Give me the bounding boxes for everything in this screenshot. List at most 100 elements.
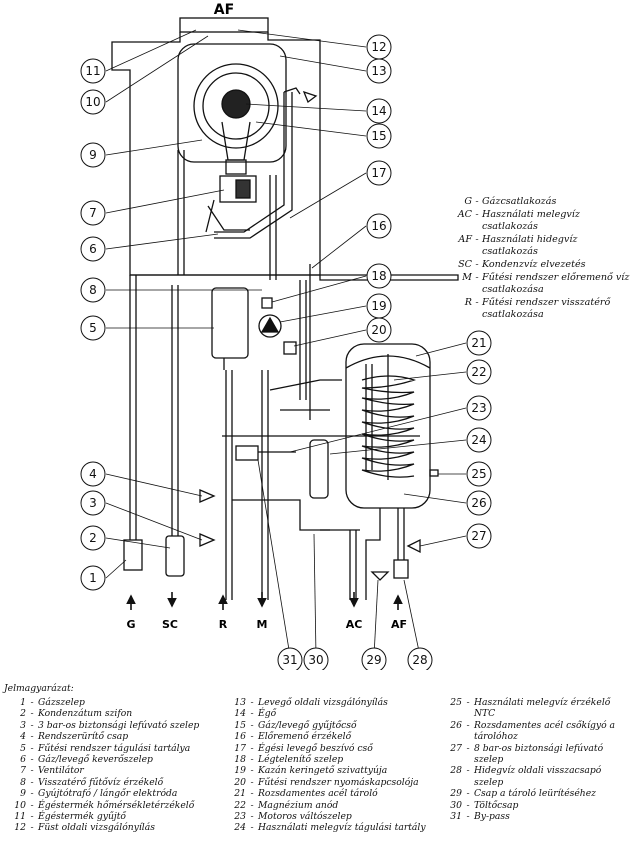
legend-item: 6-Gáz/levegő keverőszelep [4,754,218,765]
svg-text:1: 1 [89,571,97,585]
gas-valve [123,539,143,571]
legend-item: 1-Gázszelep [4,697,218,708]
legend-item-text: 3 bar-os biztonsági lefúvató szelep [38,719,200,731]
legend-item: 29-Csap a tároló leürítéséhez [440,788,632,799]
legend-item-dash: - [466,799,470,811]
svg-text:21: 21 [471,336,486,350]
code-dash: - [475,233,479,245]
legend-item: 2-Kondenzátum szifon [4,708,218,719]
legend-item-text: Kazán keringető szivattyúja [258,765,388,777]
code-desc: Gázcsatlakozás [482,196,557,207]
legend-item-dash: - [466,697,470,708]
callout-12: 12 [366,34,392,60]
svg-text:31: 31 [282,653,297,667]
legend-item-text: Előremenő érzékelő [258,731,352,743]
svg-text:3: 3 [89,496,97,510]
code-dash: - [475,258,479,270]
legend-item-text: Gázszelep [38,697,85,708]
code-desc: Használati hidegvíz csatlakozás [482,233,578,258]
port-sc: SC [162,618,178,631]
callout-13: 13 [366,58,392,84]
svg-text:26: 26 [471,496,486,510]
legend-item-dash: - [250,754,254,766]
legend-item-dash: - [30,754,34,766]
svg-text:20: 20 [371,323,386,337]
port-r: R [219,618,228,631]
legend-item: 17-Égési levegő beszívó cső [224,743,430,754]
svg-text:8: 8 [89,283,97,297]
legend-item-text: Motoros váltószelep [258,811,352,823]
legend-item: 3-3 bar-os biztonsági lefúvató szelep [4,720,218,731]
legend-item-dash: - [30,742,34,754]
code-row: G-Gázcsatlakozás [452,196,634,209]
svg-text:25: 25 [471,467,486,481]
legend-item-dash: - [466,788,470,800]
svg-text:11: 11 [85,64,100,78]
callout-27: 27 [466,523,492,549]
storage-tank [345,343,431,509]
legend-item-number: 23 [234,811,246,823]
legend-item-number: 10 [14,799,26,811]
svg-text:13: 13 [371,64,386,78]
boiler-casing [111,32,459,281]
svg-text:9: 9 [89,148,97,162]
legend-item-dash: - [250,719,254,731]
legend-item-number: 29 [450,788,462,800]
code-row: AC-Használati melegvíz csatlakozás [452,209,634,234]
legend-item: 14-Égő [224,708,430,719]
legend-item-text: Levegő oldali vizsgálónyílás [258,697,388,708]
port-ac: AC [346,618,363,631]
legend-item-text: Gyújtótrafó / lángőr elektróda [38,788,178,800]
code-key: G [464,196,472,207]
legend-item-dash: - [30,822,34,834]
legend-item-number: 28 [450,765,462,777]
code-key: SC [458,258,472,270]
legend-item-number: 30 [450,799,462,811]
legend-item-text: Égéstermék hőmérsékletérzékelő [38,799,195,811]
legend-item-text: Rozsdamentes acél csőkígyó a tárolóhoz [474,719,616,743]
legend-item-dash: - [250,697,254,708]
legend-item: 30-Töltőcsap [440,800,632,811]
legend-item: 5-Fűtési rendszer tágulási tartálya [4,743,218,754]
code-dash: - [475,196,479,207]
callout-16: 16 [366,213,392,239]
code-dash: - [475,296,479,308]
legend-item-dash: - [466,742,470,754]
legend-item-text: Használati melegvíz érzékelő NTC [474,697,611,720]
code-desc: Használati melegvíz csatlakozás [482,208,580,233]
svg-text:14: 14 [371,104,386,118]
legend-item: 28-Hidegvíz oldali visszacsapó szelep [440,765,632,788]
legend-item-dash: - [250,788,254,800]
legend-item-number: 24 [234,822,246,834]
heat-exchanger [177,43,287,163]
header-label: AF [214,2,234,18]
expansion-tank [211,287,249,359]
callout-31: 31 [277,647,303,670]
legend-item-number: 18 [234,754,246,766]
callout-9: 9 [80,142,106,168]
legend-item: 23-Motoros váltószelep [224,811,430,822]
legend-item-number: 4 [20,731,26,743]
legend-item-number: 17 [234,742,246,754]
svg-text:7: 7 [89,206,97,220]
legend-item-text: Füst oldali vizsgálónyílás [38,822,155,834]
legend-item-text: Visszatérő fűtővíz érzékelő [38,776,164,788]
legend-item-number: 9 [20,788,26,800]
callout-1: 1 [80,565,106,591]
condensate-siphon [165,535,185,577]
callout-15: 15 [366,123,392,149]
code-dash: - [475,271,479,283]
legend-item: 26-Rozsdamentes acél csőkígyó a tárolóho… [440,720,632,743]
callout-20: 20 [366,317,392,343]
svg-text:23: 23 [471,401,486,415]
callout-3: 3 [80,490,106,516]
legend-item-text: Légtelenítő szelep [258,754,344,766]
code-dash: - [475,208,479,220]
callout-17: 17 [366,160,392,186]
legend-item-number: 12 [14,822,26,834]
svg-text:16: 16 [371,219,386,233]
legend-item-number: 1 [20,697,26,708]
